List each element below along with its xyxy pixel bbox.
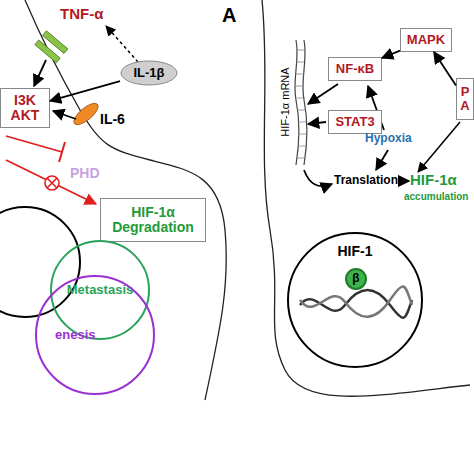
receptor-bar bbox=[43, 31, 68, 54]
node-text: IL-1β bbox=[133, 66, 164, 80]
il6-receptor bbox=[71, 100, 102, 128]
block-symbol bbox=[45, 176, 59, 190]
signal-arrow bbox=[308, 122, 326, 124]
subunit-circle: β bbox=[345, 268, 367, 290]
block-symbol-cross bbox=[47, 178, 57, 188]
enzyme-label: PHD bbox=[70, 166, 100, 181]
inhibition-line bbox=[6, 136, 62, 152]
signal-arrow bbox=[399, 180, 409, 182]
inhibition-bar bbox=[59, 142, 65, 162]
process-label: Translation bbox=[334, 174, 398, 187]
kinase-box: MAPK bbox=[400, 28, 452, 52]
outcome-circle: enesis bbox=[35, 275, 155, 395]
signal-arrow bbox=[308, 84, 338, 104]
signal-arrow bbox=[418, 122, 460, 172]
kinase-box: I3K AKT bbox=[0, 88, 50, 128]
translation-arrow bbox=[304, 170, 332, 186]
outcome-circle bbox=[0, 207, 80, 317]
dna-helix bbox=[300, 286, 412, 316]
node-text: P A bbox=[457, 85, 473, 114]
nucleus-circle: HIF-1 β bbox=[287, 232, 423, 368]
node-text: β bbox=[352, 272, 359, 285]
factor-box: NF-κB bbox=[328, 57, 382, 81]
node-text: enesis bbox=[55, 328, 95, 342]
node-text: HIF-1α Degradation bbox=[101, 205, 205, 236]
circle-shape bbox=[36, 276, 154, 394]
signal-arrow bbox=[376, 150, 388, 170]
node-text: NF-κB bbox=[336, 62, 374, 76]
node-text: Metastasis bbox=[67, 283, 133, 297]
induction-arrow bbox=[106, 26, 138, 62]
protein-label: HIF-1α bbox=[410, 172, 457, 189]
cell-membrane bbox=[262, 0, 470, 396]
node-text: I3K AKT bbox=[1, 93, 49, 124]
tnf-receptor bbox=[35, 31, 68, 63]
circle-shape bbox=[346, 269, 366, 289]
cell-membrane bbox=[25, 0, 226, 400]
circle-shape bbox=[288, 233, 422, 367]
panel-label: A bbox=[222, 4, 236, 26]
cytokine-label: TNF-α bbox=[60, 6, 103, 23]
signal-connector bbox=[434, 52, 456, 85]
node-text: STAT3 bbox=[335, 115, 374, 129]
cytokine-label: IL-6 bbox=[100, 112, 125, 127]
outcome-circle: Metastasis bbox=[50, 240, 150, 340]
cytokine-ellipse: IL-1β bbox=[120, 60, 178, 86]
kinase-box: P A bbox=[456, 78, 474, 120]
state-label: accumulation bbox=[404, 191, 468, 202]
signal-arrow bbox=[34, 60, 46, 86]
signal-connector bbox=[382, 51, 400, 58]
node-text: MAPK bbox=[407, 33, 445, 47]
factor-box: STAT3 bbox=[328, 110, 382, 134]
mrna-label: HIF-1α mRNA bbox=[279, 47, 291, 157]
outcome-box: HIF-1α Degradation bbox=[100, 198, 206, 242]
node-text: HIF-1 bbox=[338, 244, 373, 259]
mrna-rungs bbox=[296, 50, 306, 158]
condition-label: Hypoxia bbox=[365, 132, 412, 145]
signal-arrow bbox=[53, 111, 76, 119]
signal-connector bbox=[50, 81, 120, 101]
ellipse-shape bbox=[121, 61, 177, 85]
